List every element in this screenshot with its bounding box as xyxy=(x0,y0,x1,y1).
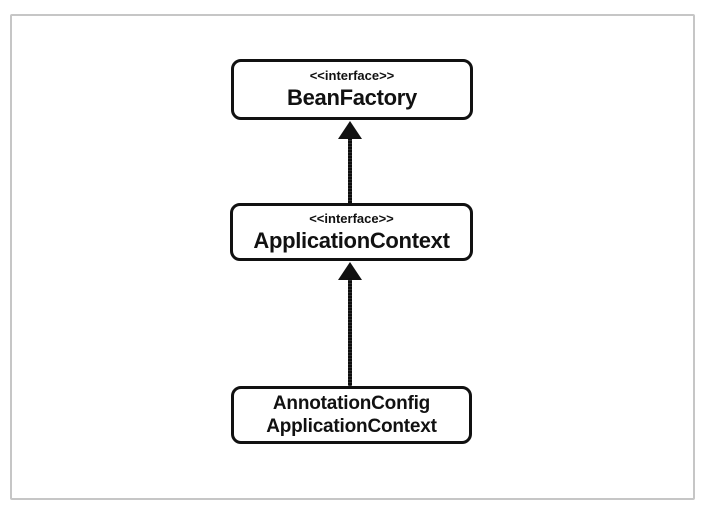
node-applicationcontext: <<interface>> ApplicationContext xyxy=(230,203,473,261)
node-annotationconfig-applicationcontext: AnnotationConfig ApplicationContext xyxy=(231,386,472,444)
node-annotationconfig-name-line1: AnnotationConfig xyxy=(272,393,431,414)
inheritance-arrowhead-icon xyxy=(338,121,362,139)
node-beanfactory-name: BeanFactory xyxy=(287,85,417,110)
inheritance-arrow-line xyxy=(348,278,352,386)
node-beanfactory-stereotype: <<interface>> xyxy=(309,68,395,83)
node-annotationconfig-name-line2: ApplicationContext xyxy=(266,416,437,437)
node-applicationcontext-name: ApplicationContext xyxy=(253,227,450,253)
inheritance-arrow-line xyxy=(348,138,352,204)
node-applicationcontext-stereotype: <<interface>> xyxy=(309,210,394,226)
node-beanfactory: <<interface>> BeanFactory xyxy=(231,59,473,120)
inheritance-arrowhead-icon xyxy=(338,262,362,280)
